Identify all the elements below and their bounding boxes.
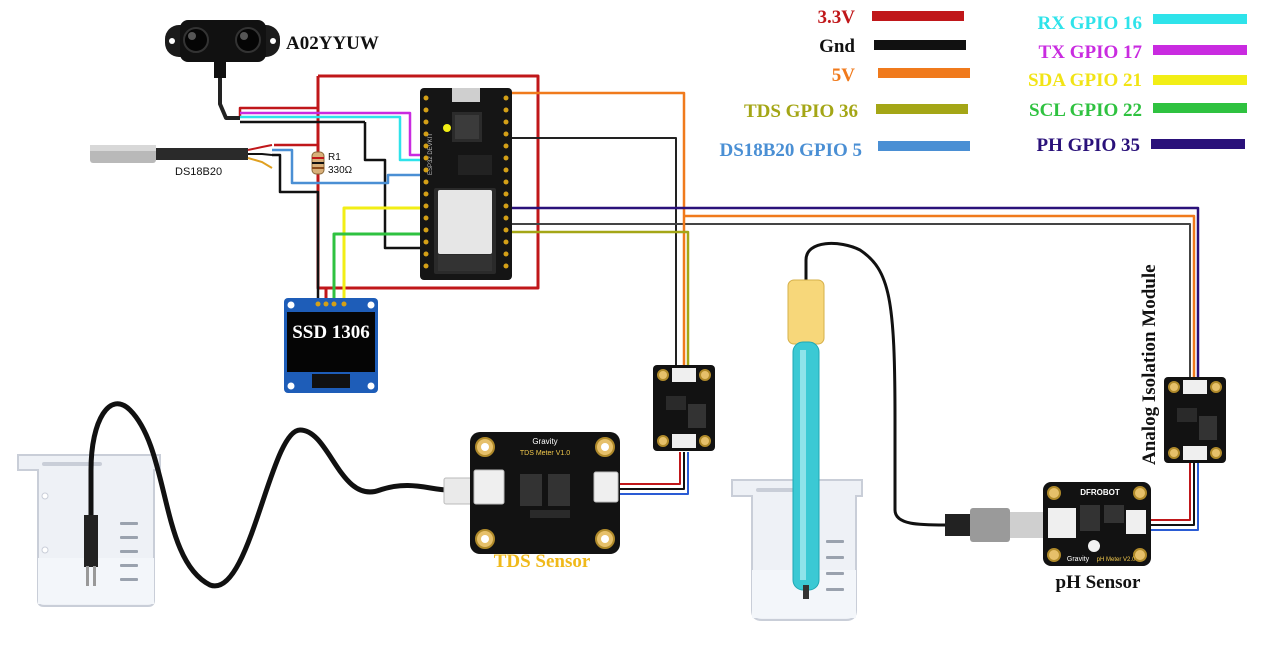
ph-probe-cable [804, 241, 946, 527]
esp32-board: ESP32 DEVKIT [420, 88, 512, 280]
legend-label-tx: TX GPIO 17 [1039, 42, 1143, 63]
wire-5v [510, 91, 686, 368]
wire-scl [332, 232, 422, 305]
wire-tds-black [620, 452, 685, 490]
oled-label: SSD 1306 [292, 322, 370, 343]
wire-gnd-right [510, 137, 677, 368]
esp32-usb [452, 88, 480, 102]
ph-probe [787, 241, 1048, 599]
ph-board-brand: DFROBOT [1080, 488, 1120, 497]
legend-right: RX GPIO 16 TX GPIO 17 SDA GPIO 21 SCL GP… [1028, 13, 1247, 156]
wires [218, 62, 1200, 531]
wire-gnd-esp [363, 122, 422, 250]
tds-board-brand: Gravity [532, 437, 557, 446]
wire-tds-blue [620, 452, 689, 495]
resistor-value: 330Ω [328, 165, 353, 176]
legend-label-tds: TDS GPIO 36 [744, 101, 858, 122]
wire-ultrasonic-cable [218, 62, 240, 120]
ph-bnc-connector [945, 514, 973, 536]
wire-tds-red [620, 452, 681, 485]
ph-sensor-label: pH Sensor [1056, 572, 1142, 593]
wire-ph-signal [510, 206, 1200, 380]
ultrasonic-label: A02YYUW [286, 33, 379, 54]
legend-label-scl: SCL GPIO 22 [1029, 100, 1142, 121]
legend-swatch-tx [1153, 45, 1247, 55]
wire-gnd-ph [510, 223, 1191, 380]
tds-board-pcb [470, 432, 620, 554]
ph-board-gravity: Gravity [1067, 556, 1090, 563]
tds-probe-cable [88, 401, 449, 589]
tds-board: Gravity TDS Meter V1.0 TDS Sensor [443, 432, 620, 572]
tds-probe [84, 515, 98, 567]
tds-board-name: TDS Meter V1.0 [520, 450, 570, 457]
wire-tx [240, 111, 422, 157]
legend-label-5v: 5V [832, 65, 856, 86]
esp32-pins-right [503, 95, 509, 269]
legend-label-ds18b20: DS18B20 GPIO 5 [719, 140, 862, 161]
ultrasonic-right-eye [235, 27, 261, 53]
wire-ds18b20 [272, 148, 422, 185]
legend-swatch-scl [1153, 103, 1247, 113]
resistor-name: R1 [328, 152, 341, 163]
legend-swatch-5v [878, 68, 970, 78]
wire-rx [240, 115, 422, 162]
wire-ph-red [1132, 462, 1191, 521]
isolation-module-ph: Analog Isolation Module [1139, 264, 1226, 465]
legend-label-sda: SDA GPIO 21 [1028, 70, 1142, 91]
legend-swatch-rx [1153, 14, 1247, 24]
ultrasonic-sensor: A02YYUW [165, 20, 379, 78]
wire-ph-black [1132, 462, 1195, 526]
tds-beaker [17, 401, 449, 607]
legend-label-rx: RX GPIO 16 [1038, 13, 1143, 34]
wire-legend: 3.3V Gnd 5V TDS GPIO 36 DS18B20 GPIO 5 R… [719, 7, 1247, 161]
esp32-pins-left [423, 95, 429, 269]
isolation-label: Analog Isolation Module [1139, 264, 1160, 465]
legend-swatch-sda [1153, 75, 1247, 85]
wire-sda [342, 206, 422, 305]
legend-label-ph: PH GPIO 35 [1037, 135, 1140, 156]
ph-board-name: pH Meter V2.0 [1097, 557, 1136, 563]
temperature-probe: DS18B20 [90, 144, 273, 178]
legend-swatch-gnd [874, 40, 966, 50]
wire-5v-ph [684, 214, 1196, 380]
wire-ph-blue [1132, 462, 1199, 531]
tds-sensor-label: TDS Sensor [494, 551, 591, 572]
legend-swatch-ph [1151, 139, 1245, 149]
legend-swatch-ds18b20 [878, 141, 970, 151]
isolation-module-tds [653, 365, 715, 451]
legend-label-gnd: Gnd [819, 36, 855, 57]
esp32-label: ESP32 DEVKIT [428, 133, 434, 175]
legend-swatch-3v3 [872, 11, 964, 21]
ph-board: DFROBOT Gravity pH Meter V2.0 pH Sensor [1043, 482, 1151, 593]
wire-gnd-probe [272, 153, 320, 305]
oled-screen [287, 312, 375, 372]
oled-display: SSD 1306 [284, 298, 378, 393]
ph-probe-cap [787, 279, 825, 345]
wire-tds-signal [510, 230, 690, 368]
ultrasonic-left-eye [183, 27, 209, 53]
legend-swatch-tds [876, 104, 968, 114]
legend-left: 3.3V Gnd 5V TDS GPIO 36 DS18B20 GPIO 5 [719, 7, 970, 161]
resistor: R1 330Ω [311, 151, 353, 176]
legend-label-3v3: 3.3V [818, 7, 856, 28]
probe-label: DS18B20 [175, 166, 222, 178]
